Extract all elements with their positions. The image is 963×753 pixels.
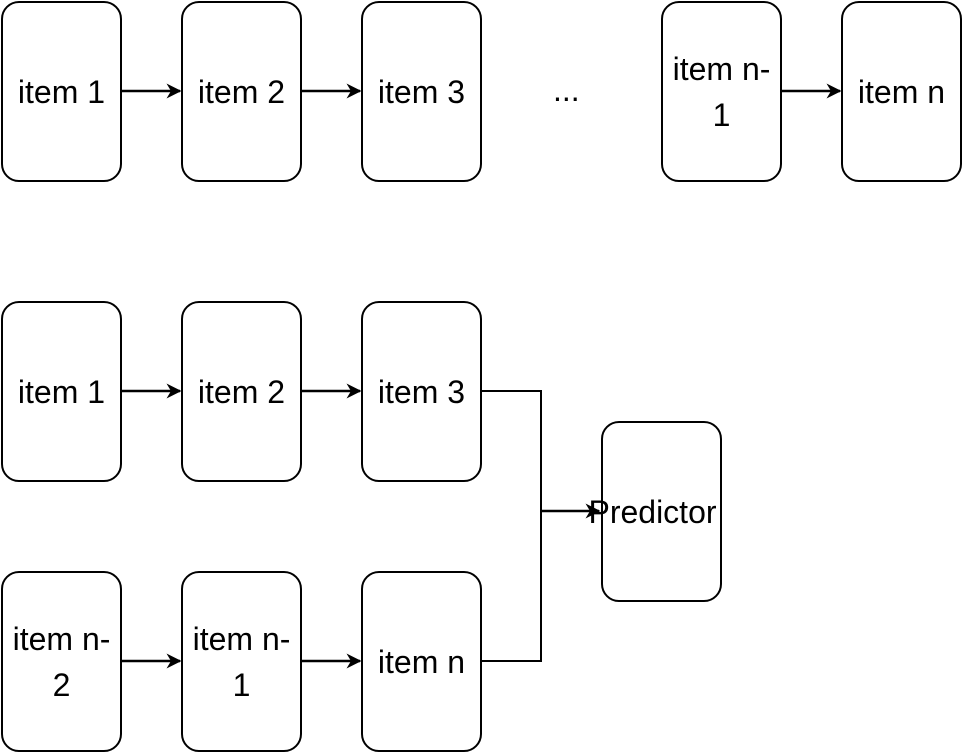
top-node-item-n-minus-1: item n-1 [661,1,782,182]
edge-upper-to-predictor [482,390,542,511]
top-node-label: item 1 [17,73,106,110]
top-node-item-n: item n [841,1,962,182]
upper-chain-node-item-2: item 2 [181,301,302,482]
top-node-item-2: item 2 [181,1,302,182]
upper-chain-node-item-3: item 3 [361,301,482,482]
predictor-node: Predictor [588,421,722,602]
upper-chain-node-label: item 3 [377,373,466,410]
upper-chain-node-item-1: item 1 [1,301,122,482]
lower-chain-node-item-n-minus-1: item n-1 [181,571,302,752]
lower-chain-node-item-n: item n [361,571,482,752]
upper-chain-node-label: item 2 [197,373,286,410]
top-node-item-1: item 1 [1,1,122,182]
edge-lower-to-predictor [482,511,542,662]
predictor-label: Predictor [588,493,717,530]
top-node-label: item 3 [377,73,466,110]
top-row-ellipsis: ... [553,72,580,108]
lower-chain-node-label: item n-2 [12,620,111,703]
top-node-label: item 2 [197,73,286,110]
upper-chain-node-label: item 1 [17,373,106,410]
top-node-label: item n-1 [672,50,771,133]
lower-chain-node-label: item n-1 [192,620,291,703]
top-node-item-3: item 3 [361,1,482,182]
top-node-label: item n [857,73,946,110]
lower-chain-node-item-n-minus-2: item n-2 [1,571,122,752]
lower-chain-node-label: item n [377,643,466,680]
